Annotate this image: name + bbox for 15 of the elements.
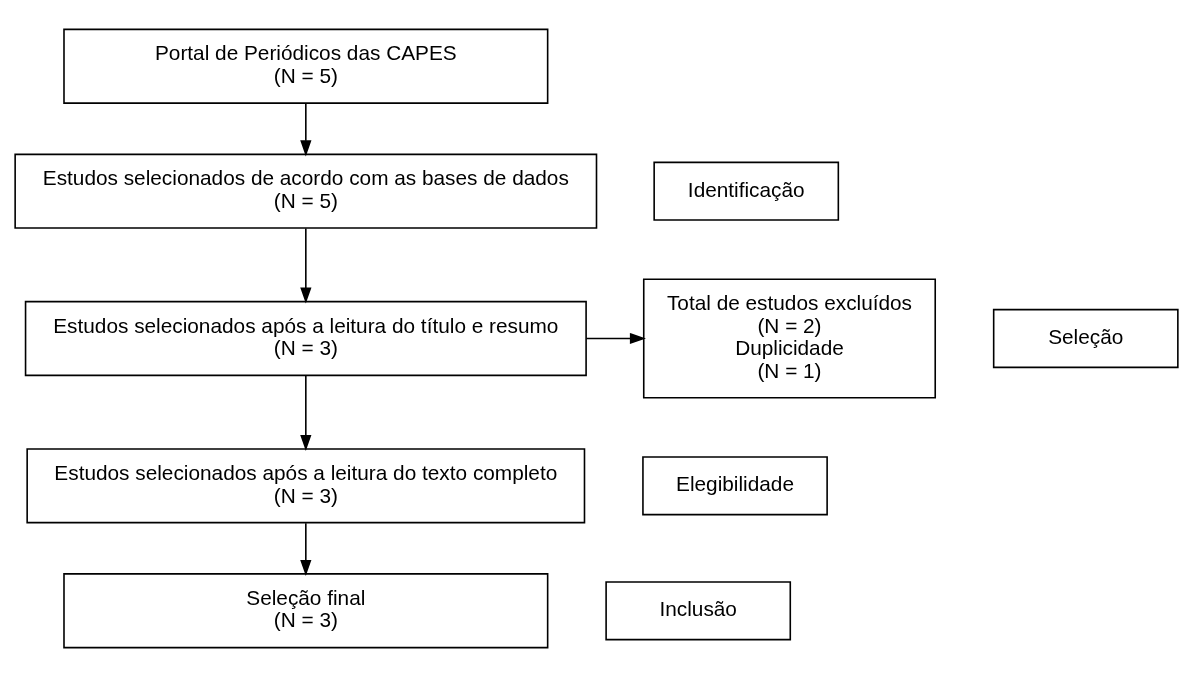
arrow [300, 374, 312, 451]
node-box: Inclusão [605, 581, 792, 641]
node-box: Elegibilidade [642, 456, 828, 516]
arrow [300, 227, 312, 304]
node-box: Estudos selecionados após a leitura do texto completo (N = 3) [26, 448, 586, 524]
node-box: Estudos selecionados após a leitura do título e resumo (N = 3) [24, 300, 587, 377]
arrow [585, 332, 646, 345]
node-box: Seleção final (N = 3) [63, 573, 549, 649]
node-box: Identificação [653, 161, 840, 221]
node-box: Estudos selecionados de acordo com as bases de dados (N = 5) [14, 153, 598, 229]
arrow [300, 522, 312, 576]
arrow [300, 102, 312, 157]
node-box: Seleção [992, 308, 1179, 369]
node-box: Portal de Periódicos das CAPES (N = 5) [63, 28, 549, 104]
node-box: Total de estudos excluídos (N = 2) Duplicidade (N = 1) [642, 278, 936, 399]
